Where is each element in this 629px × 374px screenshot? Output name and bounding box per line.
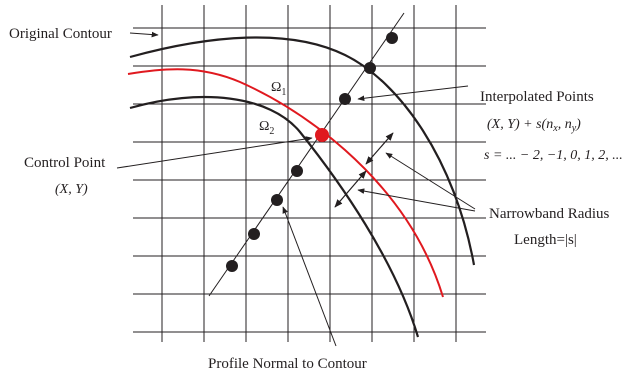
omega-1-label: Ω1 (271, 80, 286, 98)
control-point-pointer (116, 136, 313, 169)
narrowband-radius-pointer-2 (357, 188, 476, 212)
original-contour-label: Original Contour (9, 26, 112, 42)
profile-normal-line (208, 12, 405, 297)
control-point (315, 128, 329, 142)
narrowband-inner-boundary (129, 95, 420, 338)
interpolated-point (339, 93, 351, 105)
profile-normal-label: Profile Normal to Contour (208, 356, 367, 372)
narrowband-outer-boundary (129, 36, 476, 266)
control-point-coords: (X, Y) (55, 182, 88, 197)
narrowband-radius-label: Narrowband Radius (489, 206, 610, 222)
interpolated-point (364, 62, 376, 74)
interpolated-point (248, 228, 260, 240)
omega-2-label: Ω2 (259, 119, 274, 137)
interpolated-points (226, 32, 398, 272)
interpolated-point (271, 194, 283, 206)
interpolated-point (226, 260, 238, 272)
interpolated-point (291, 165, 303, 177)
original-contour-pointer (129, 31, 159, 38)
original-contour (127, 68, 444, 298)
narrowband-radius-pointer-1 (385, 152, 476, 210)
radius-arrow-lower (334, 170, 367, 208)
radius-arrow-upper (365, 132, 394, 165)
control-point-label: Control Point (24, 155, 106, 171)
s-values: s = ... − 2, −1, 0, 1, 2, ... (484, 148, 623, 163)
interpolated-points-label: Interpolated Points (480, 89, 594, 105)
pointer-lines (116, 31, 476, 347)
interpolated-points-pointer (357, 85, 469, 102)
grid (133, 5, 486, 342)
profile-normal-pointer (282, 206, 337, 347)
narrowband-length-label: Length=|s| (514, 232, 577, 248)
interpolated-formula: (X, Y) + s(nx, ny) (487, 117, 581, 134)
interpolated-point (386, 32, 398, 44)
